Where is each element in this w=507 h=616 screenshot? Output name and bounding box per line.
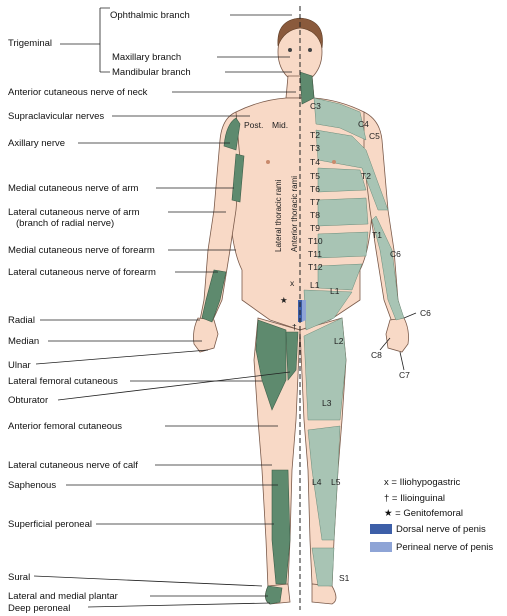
label-lateral-cutaneous-arm-sub: (branch of radial nerve) [16,218,114,229]
dermatome-T8: T8 [310,210,320,220]
dermatome-C6-arm: C6 [390,249,401,259]
dermatome-T2-side: T2 [361,171,371,181]
label-post: Post. [244,120,263,130]
legend-dorsal-swatch [370,524,392,534]
dermatome-T10: T10 [308,236,323,246]
legend-perineal-nerve: Perineal nerve of penis [396,542,493,553]
label-maxillary-branch: Maxillary branch [112,52,181,63]
dermatome-T3: T3 [310,143,320,153]
dermatome-T7: T7 [310,197,320,207]
dermatome-C5: C5 [369,131,380,141]
legend-perineal-swatch [370,542,392,552]
dermatome-C7: C7 [399,370,410,380]
dermatome-T5: T5 [310,171,320,181]
label-anterior-cutaneous-neck: Anterior cutaneous nerve of neck [8,87,147,98]
legend-ilioinguinal: † = Ilioinguinal [384,493,445,504]
label-superficial-peroneal: Superficial peroneal [8,519,92,530]
dermatome-S1: S1 [339,573,349,583]
label-trigeminal: Trigeminal [8,38,52,49]
nipple-left [266,160,270,164]
label-ophthalmic-branch: Ophthalmic branch [110,10,190,21]
label-lateral-femoral-cutaneous: Lateral femoral cutaneous [8,376,118,387]
eye-left [288,48,292,52]
dermatome-C3: C3 [310,101,321,111]
label-mandibular-branch: Mandibular branch [112,67,191,78]
label-lateral-cutaneous-arm: Lateral cutaneous nerve of arm [8,207,140,218]
label-obturator: Obturator [8,395,48,406]
dermatome-T11: T11 [308,249,322,259]
dermatome-C6-hand: C6 [420,308,431,318]
label-mid: Mid. [272,120,288,130]
lateral-thoracic-rami-label: Lateral thoracic rami [274,179,283,252]
dermatome-L2: L2 [334,336,343,346]
label-anterior-femoral-cutaneous: Anterior femoral cutaneous [8,421,122,432]
label-medial-cutaneous-arm: Medial cutaneous nerve of arm [8,183,138,194]
label-ulnar: Ulnar [8,360,31,371]
nipple-right [332,160,336,164]
label-axillary-nerve: Axillary nerve [8,138,65,149]
legend-iliohypogastric: x = Iliohypogastric [384,477,460,488]
dermatome-T4: T4 [310,157,320,167]
label-sural: Sural [8,572,30,583]
dermatome-L1-mid: L1 [310,280,319,290]
legend-dorsal-nerve: Dorsal nerve of penis [396,524,486,535]
label-supraclavicular: Supraclavicular nerves [8,111,104,122]
perineal-nerve-patch [302,300,306,322]
eye-right [308,48,312,52]
dermatome-L5: L5 [331,477,340,487]
label-radial: Radial [8,315,35,326]
dermatome-T12: T12 [308,262,323,272]
dermatome-T2-mid: T2 [310,130,320,140]
marker-dagger: † [292,322,297,332]
label-saphenous: Saphenous [8,480,56,491]
label-median: Median [8,336,39,347]
dermatome-C8: C8 [371,350,382,360]
dermatome-L1-side: L1 [330,286,339,296]
anterior-thoracic-rami-label: Anterior thoracic rami [290,176,299,252]
marker-star: ★ [280,295,288,305]
label-lateral-cutaneous-calf: Lateral cutaneous nerve of calf [8,460,138,471]
dermatome-L3: L3 [322,398,331,408]
label-lateral-cutaneous-forearm: Lateral cutaneous nerve of forearm [8,267,156,278]
dermatome-C4: C4 [358,119,369,129]
label-medial-cutaneous-forearm: Medial cutaneous nerve of forearm [8,245,155,256]
dermatome-T9: T9 [310,223,320,233]
dermatome-T6: T6 [310,184,320,194]
legend-genitofemoral: ★ = Genitofemoral [384,508,463,519]
label-lateral-medial-plantar: Lateral and medial plantar [8,591,118,602]
dermatome-L4: L4 [312,477,321,487]
dermatome-T1: T1 [372,230,382,240]
marker-x: x [290,278,294,288]
label-deep-peroneal: Deep peroneal [8,603,70,614]
